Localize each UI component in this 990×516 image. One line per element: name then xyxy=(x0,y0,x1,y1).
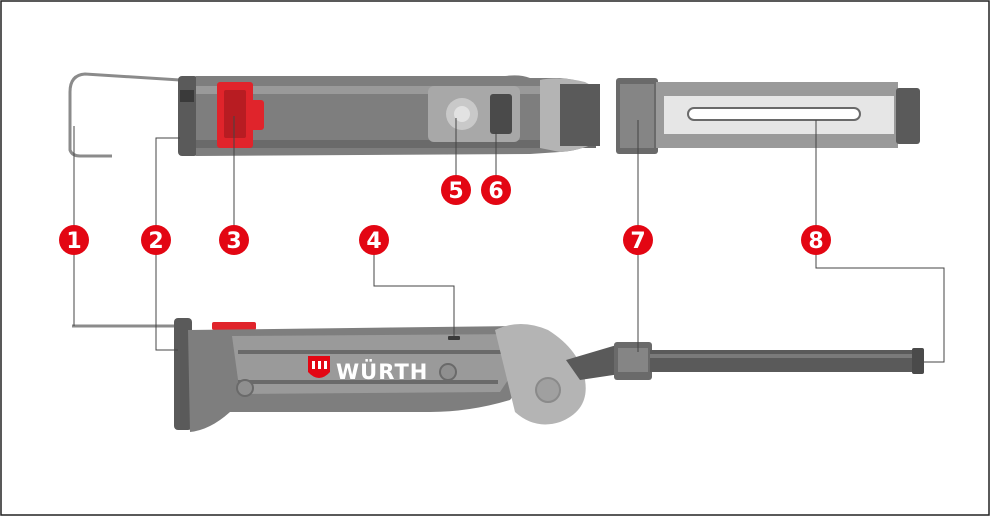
callout-number: 1 xyxy=(66,229,81,254)
leader-line-2 xyxy=(155,137,180,240)
top-view-lamp xyxy=(68,72,920,158)
bottom-view-lamp: WÜRTH xyxy=(72,318,924,432)
bent-neck xyxy=(495,324,586,425)
callout-number: 5 xyxy=(448,179,463,204)
callout-number: 2 xyxy=(148,229,163,254)
callout-number: 3 xyxy=(226,229,241,254)
callout-badge-7: 7 xyxy=(623,225,653,255)
callout-badge-6: 6 xyxy=(481,175,511,205)
rear-end-cap-bottom xyxy=(174,318,192,430)
callout-number: 8 xyxy=(808,229,823,254)
brand-logo: WÜRTH xyxy=(308,356,428,384)
callout-badge-4: 4 xyxy=(359,225,389,255)
callout-badge-8: 8 xyxy=(801,225,831,255)
led-head-side xyxy=(650,350,914,372)
callout-badge-3: 3 xyxy=(219,225,249,255)
leader-line-4 xyxy=(373,240,455,336)
hanging-hook xyxy=(68,72,181,158)
callout-number: 6 xyxy=(488,179,503,204)
callout-number: 4 xyxy=(366,229,381,254)
callout-number: 7 xyxy=(630,229,645,254)
brand-name: WÜRTH xyxy=(336,359,428,384)
callout-badge-5: 5 xyxy=(441,175,471,205)
charging-indicator xyxy=(448,336,460,340)
led-head-cap xyxy=(896,88,920,144)
rear-end-cap xyxy=(178,76,198,156)
callout-badge-2: 2 xyxy=(141,225,171,255)
mode-button xyxy=(490,94,512,134)
callout-badge-1: 1 xyxy=(59,225,89,255)
leader-lines xyxy=(73,116,945,363)
